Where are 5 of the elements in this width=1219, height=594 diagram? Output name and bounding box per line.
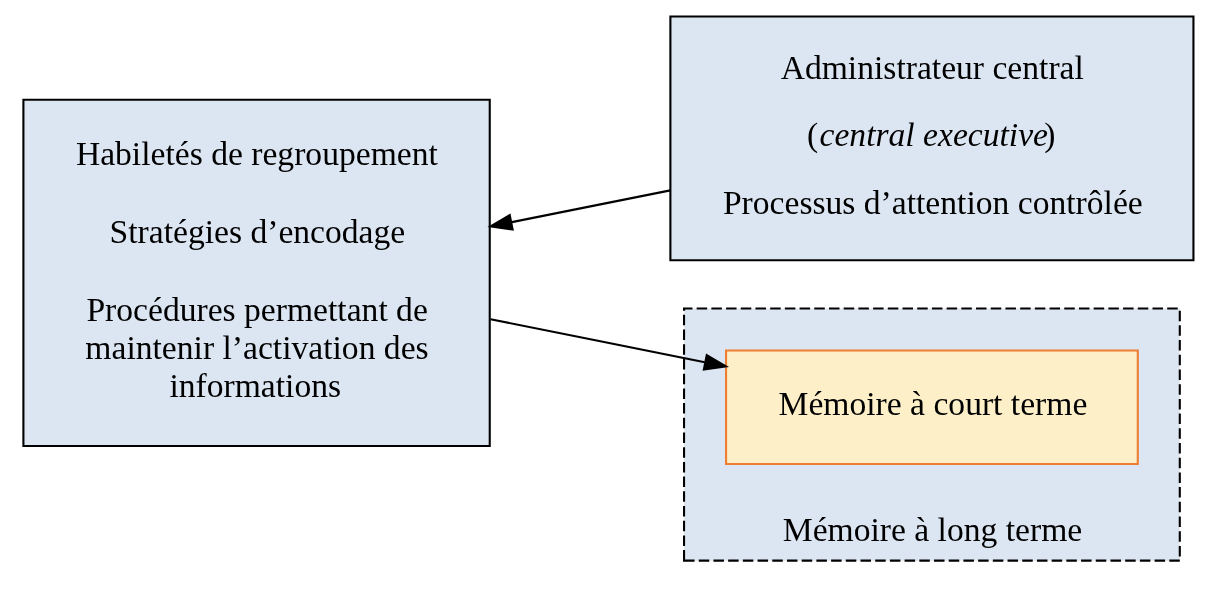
arrow (489, 318, 729, 371)
node-box: Mémoire à court terme (724, 349, 1139, 466)
arrow (486, 189, 670, 231)
node-box: Habiletés de regroupement Stratégies d’encodage Procédures permettant de maintenir l’activation des informations (21, 98, 491, 447)
node-box: Administrateur central (central executive) Processus d’attention contrôlée (668, 15, 1194, 262)
